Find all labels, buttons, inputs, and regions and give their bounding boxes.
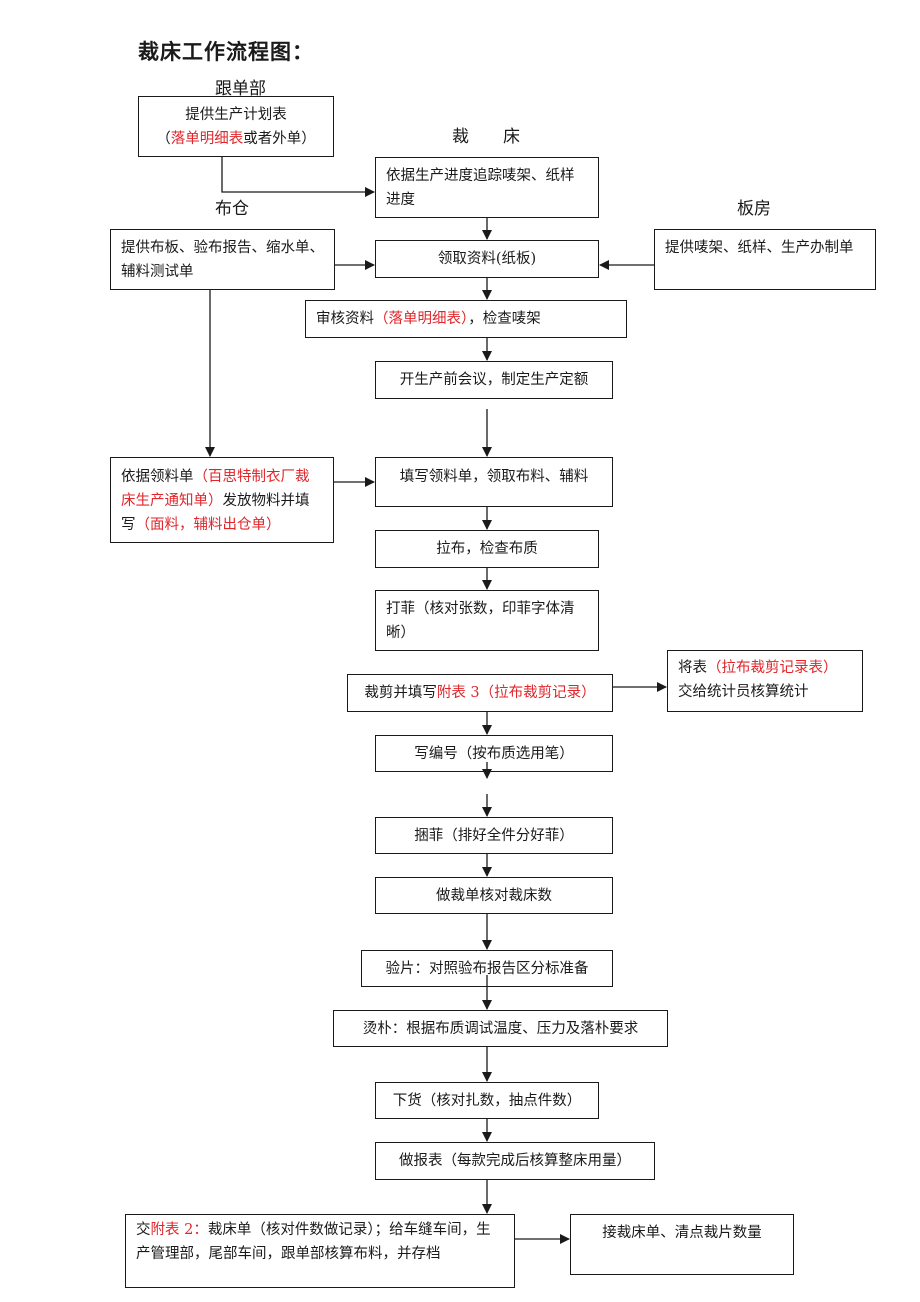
- lane-label-caichuang: 裁 床: [452, 127, 520, 147]
- lane-label-banfang: 板房: [737, 199, 771, 219]
- node-receive-sheet: 接裁床单、清点裁片数量: [570, 1214, 794, 1275]
- lane-label-bucang: 布仓: [215, 199, 249, 219]
- node-track: 依据生产进度追踪唛架、纸样进度: [375, 157, 599, 218]
- lane-label-gendanbu: 跟单部: [215, 79, 266, 99]
- node-report: 做报表（每款完成后核算整床用量）: [375, 1142, 655, 1180]
- node-hand-stats: 将表（拉布裁剪记录表）交给统计员核算统计: [667, 650, 863, 712]
- node-spread: 拉布，检查布质: [375, 530, 599, 568]
- node-press: 烫朴：根据布质调试温度、压力及落朴要求: [333, 1010, 668, 1047]
- node-ticket: 打菲（核对张数，印菲字体清晰）: [375, 590, 599, 651]
- page-title: 裁床工作流程图：: [138, 40, 314, 64]
- node-number: 写编号（按布质选用笔）: [375, 735, 613, 772]
- node-review: 审核资料（落单明细表），检查唛架: [305, 300, 627, 338]
- node-banfang-provide: 提供唛架、纸样、生产办制单: [654, 229, 876, 290]
- node-plan-line2: （落单明细表或者外单）: [156, 130, 316, 147]
- node-cut: 裁剪并填写附表 3（拉布裁剪记录）: [347, 674, 613, 712]
- node-bundle: 捆菲（排好全件分好菲）: [375, 817, 613, 854]
- node-plan-line1: 提供生产计划表: [185, 106, 287, 123]
- node-issue: 依据领料单（百思特制衣厂裁床生产通知单）发放物料并填写（面料，辅料出仓单）: [110, 457, 334, 543]
- node-unload: 下货（核对扎数，抽点件数）: [375, 1082, 599, 1119]
- node-bucang-provide: 提供布板、验布报告、缩水单、辅料测试单: [110, 229, 335, 290]
- node-fill-requisition: 填写领料单，领取布料、辅料: [375, 457, 613, 507]
- node-cut-sheet: 做裁单核对裁床数: [375, 877, 613, 914]
- node-plan: 提供生产计划表 （落单明细表或者外单）: [138, 96, 334, 157]
- node-inspect: 验片：对照验布报告区分标准备: [361, 950, 613, 987]
- node-receive: 领取资料(纸板): [375, 240, 599, 278]
- node-meeting: 开生产前会议，制定生产定额: [375, 361, 613, 399]
- arrow-plan-to-track: [221, 157, 375, 197]
- node-deliver: 交附表 2：裁床单（核对件数做记录）；给车缝车间，生产管理部，尾部车间，跟单部核…: [125, 1214, 515, 1288]
